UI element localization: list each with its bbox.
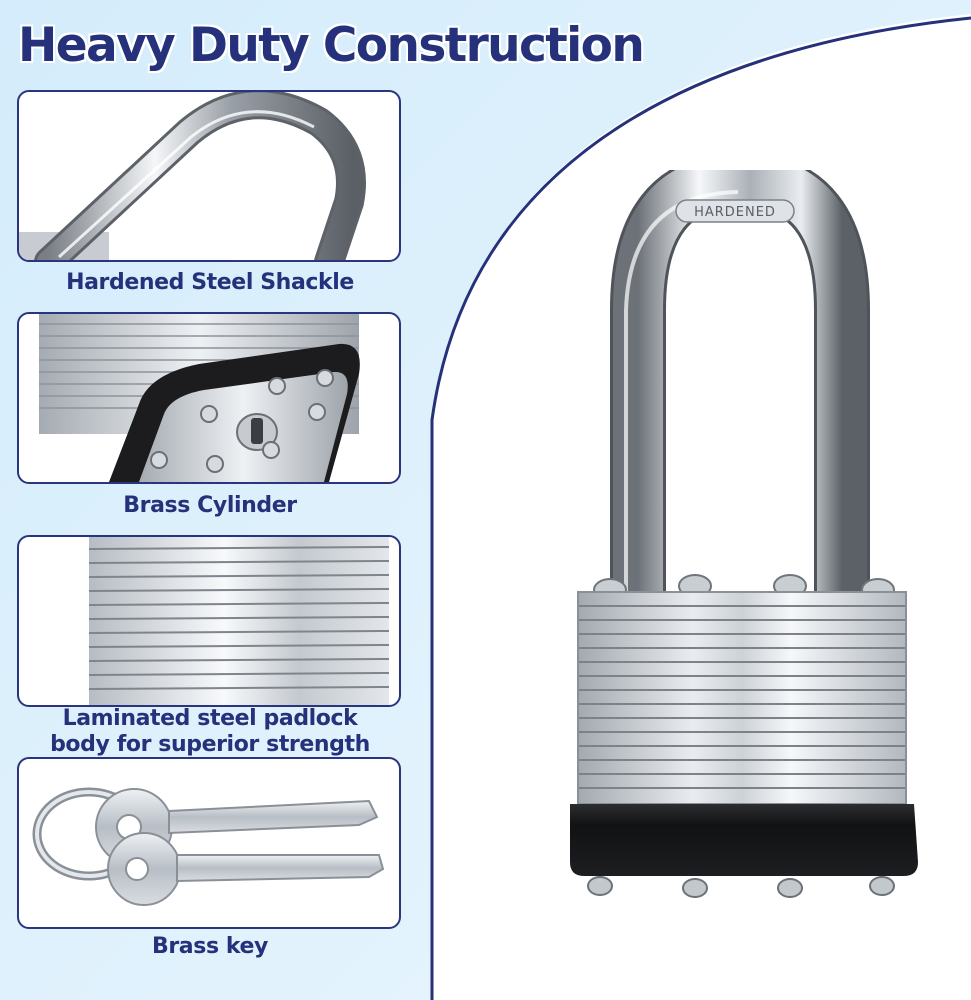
padlock-icon: HARDENED <box>570 170 918 898</box>
laminated-body-icon <box>88 537 390 705</box>
shackle-icon <box>19 92 366 260</box>
feature-panel-shackle <box>17 90 401 262</box>
feature-caption: Brass key <box>151 934 268 959</box>
feature-caption: Brass Cylinder <box>123 493 297 518</box>
key-icon <box>32 787 385 906</box>
feature-caption: Laminated steel padlock body for superio… <box>50 706 370 757</box>
shackle-engraving: HARDENED <box>694 205 776 220</box>
feature-caption: Hardened Steel Shackle <box>66 270 354 295</box>
page-title: Heavy Duty Construction <box>18 18 645 73</box>
cylinder-icon <box>39 314 360 482</box>
feature-panel-cylinder <box>17 312 401 484</box>
feature-panel-laminated-body <box>17 535 401 707</box>
feature-panel-keys <box>17 757 401 929</box>
